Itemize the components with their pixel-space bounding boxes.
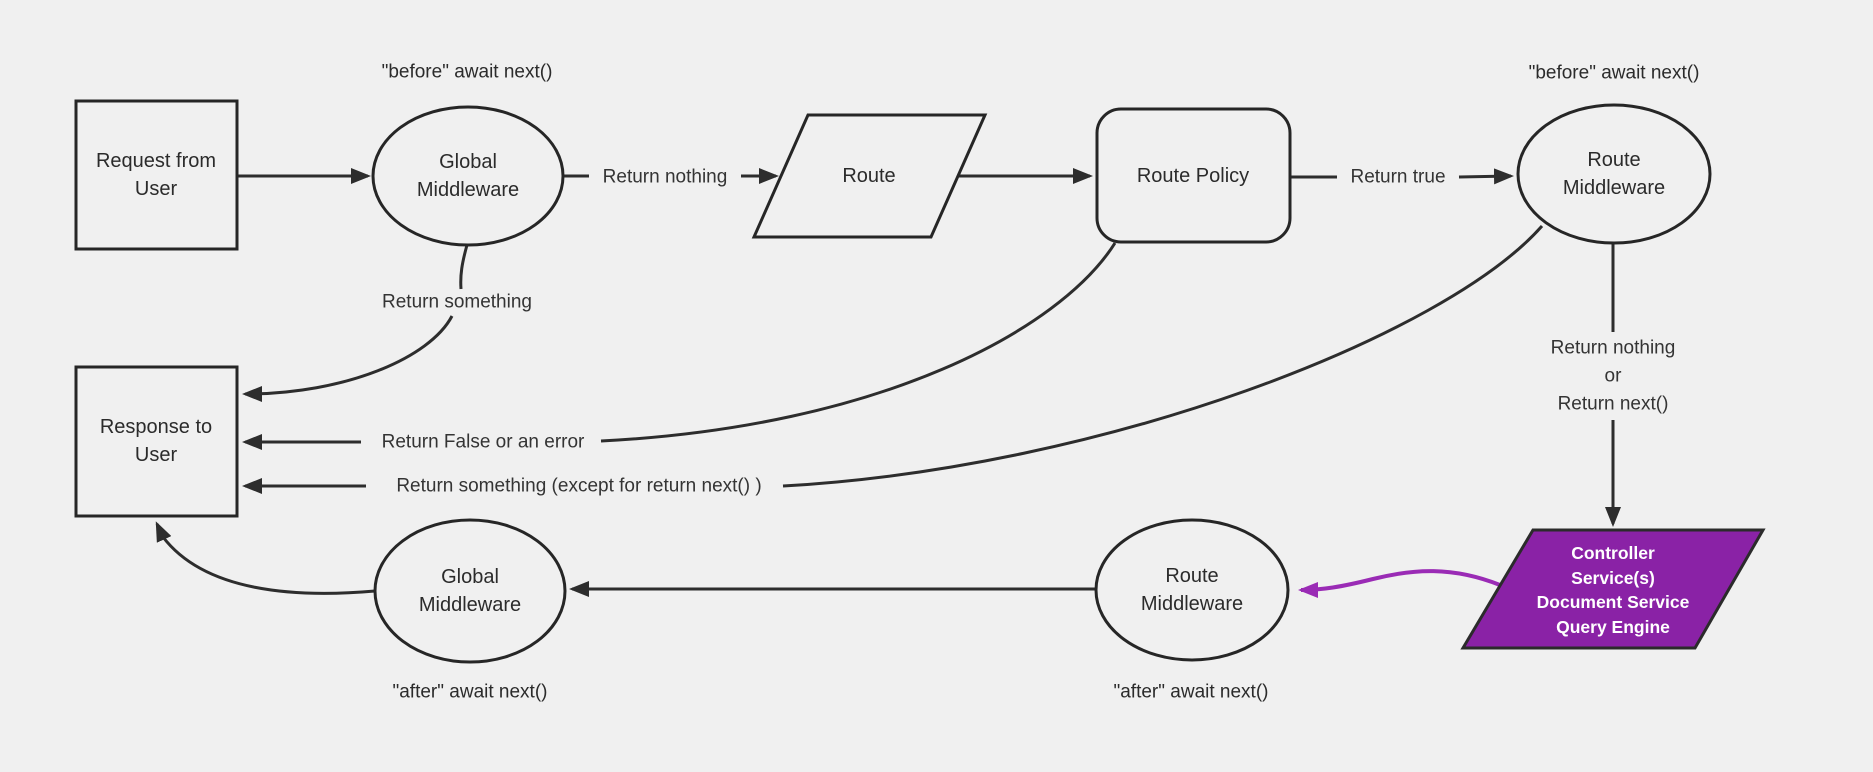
- route-middleware-top-line2: Middleware: [1563, 177, 1665, 199]
- route-middleware-bottom-line1: Route: [1165, 565, 1218, 587]
- node-global-middleware-top: [371, 105, 565, 247]
- annotations: "before" await next() "before" await nex…: [382, 62, 1700, 703]
- annotation-before-await-left: "before" await next(): [382, 62, 553, 83]
- response-label-line1: Response to: [100, 416, 212, 438]
- edge-label-return-nothing-or-line1: Return nothing: [1551, 338, 1676, 359]
- edge-routepolicy-to-response-curve: [600, 242, 1117, 443]
- response-label-line2: User: [135, 444, 178, 466]
- annotation-before-await-right: "before" await next(): [1529, 63, 1700, 84]
- controller-line2: Service(s): [1571, 568, 1655, 588]
- edge-routepolicy-to-routemw-right-segment: [1458, 168, 1514, 185]
- edge-controller-to-routemw-bottom: [1298, 569, 1501, 598]
- edge-label-return-nothing: Return nothing: [603, 167, 728, 188]
- edge-globalmw-to-response-lower-segment: [242, 315, 454, 402]
- edge-label-return-true: Return true: [1350, 167, 1445, 188]
- edge-labels: Return nothing Return true Return nothin…: [382, 167, 1676, 497]
- request-label-line1: Request from: [96, 150, 216, 172]
- global-middleware-bottom-line2: Middleware: [419, 594, 521, 616]
- edges: [155, 168, 1621, 598]
- node-response-to-user: [74, 365, 239, 518]
- node-controller-services: [1460, 528, 1766, 650]
- controller-line3: Document Service: [1537, 592, 1690, 612]
- route-middleware-bottom-line2: Middleware: [1141, 593, 1243, 615]
- route-middleware-top-line1: Route: [1587, 149, 1640, 171]
- edge-globalmw-to-response-upper-segment: [459, 244, 469, 290]
- node-global-middleware-bottom: [373, 518, 567, 664]
- node-route-policy: [1095, 107, 1292, 244]
- node-route: [751, 113, 988, 239]
- route-policy-label: Route Policy: [1137, 165, 1249, 187]
- global-middleware-top-line1: Global: [439, 151, 497, 173]
- node-request-from-user: [74, 99, 239, 251]
- controller-line1: Controller: [1571, 543, 1655, 563]
- edge-label-return-nothing-or-line2: or: [1605, 366, 1623, 387]
- annotation-after-await-right: "after" await next(): [1114, 682, 1269, 703]
- annotation-after-await-left: "after" await next(): [393, 682, 548, 703]
- global-middleware-top-line2: Middleware: [417, 179, 519, 201]
- edge-label-return-something-except: Return something (except for return next…: [396, 476, 761, 497]
- request-label-line2: User: [135, 178, 178, 200]
- edge-label-return-nothing-or-line3: Return next(): [1558, 394, 1669, 415]
- nodes: Request from User Global Middleware Rout…: [74, 99, 1766, 664]
- edge-globalmw-bottom-to-response: [155, 521, 376, 595]
- edge-label-return-something: Return something: [382, 292, 532, 313]
- route-label: Route: [842, 165, 895, 187]
- global-middleware-bottom-line1: Global: [441, 566, 499, 588]
- node-route-middleware-bottom: [1094, 518, 1290, 662]
- edge-label-return-false: Return False or an error: [382, 432, 585, 453]
- edge-routemw-to-response-curve: [782, 225, 1544, 488]
- node-route-middleware-top: [1516, 103, 1712, 245]
- controller-line4: Query Engine: [1556, 617, 1670, 637]
